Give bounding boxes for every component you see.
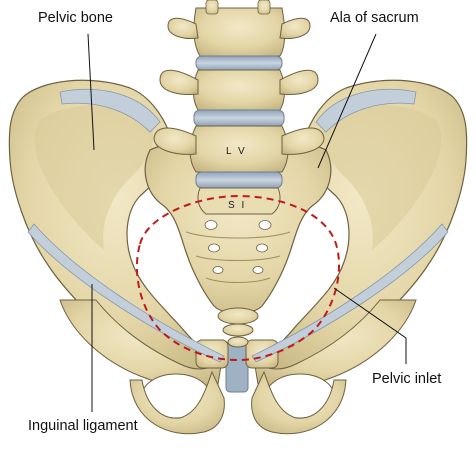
- spinous-tip: [205, 0, 219, 15]
- transverse-process-left: [167, 17, 199, 39]
- s1-body: [197, 187, 281, 215]
- coccyx-segment: [217, 307, 259, 325]
- coccyx-segment: [227, 336, 249, 348]
- left-iliac-fossa: [34, 105, 154, 251]
- intervertebral-disc: [195, 171, 283, 189]
- pubic-symphysis: [225, 341, 249, 393]
- leader-pelvic-bone: [87, 33, 95, 151]
- transverse-process-left: [153, 127, 197, 155]
- label-inguinal-ligament: Inguinal ligament: [28, 418, 138, 434]
- label-pelvic-inlet: Pelvic inlet: [372, 371, 441, 387]
- sacral-foramen: [256, 243, 268, 253]
- sacral-foramen: [252, 266, 264, 274]
- sacral-foramen: [258, 220, 272, 230]
- label-s1: S I: [228, 200, 246, 211]
- sacral-ridge: [185, 231, 291, 239]
- inguinal-ligament-left: [27, 223, 225, 363]
- transverse-process-right: [279, 17, 311, 39]
- iliolumbar-ligament-right: [315, 89, 417, 133]
- sacral-ridge: [205, 277, 271, 283]
- label-pelvic-bone: Pelvic bone: [38, 10, 113, 26]
- leader-pelvic-inlet: [333, 287, 407, 364]
- label-ala-of-sacrum: Ala of sacrum: [330, 10, 419, 26]
- right-ischial-ring: [251, 370, 347, 435]
- intervertebral-disc: [193, 109, 285, 127]
- coccyx-segment: [222, 323, 254, 337]
- lumbar-vertebra-top: [193, 7, 286, 57]
- intervertebral-disc: [195, 55, 283, 71]
- left-ischial-ring: [129, 370, 225, 435]
- sacral-ridge: [195, 255, 281, 261]
- lumbar-vertebra: [193, 69, 285, 111]
- transverse-process-right: [281, 127, 325, 155]
- sacral-foramen: [212, 266, 224, 274]
- sacral-foramen: [208, 243, 220, 253]
- inguinal-ligament-right: [251, 223, 449, 363]
- sacral-foramen: [204, 220, 218, 230]
- label-lv: L V: [226, 146, 247, 157]
- iliolumbar-ligament-left: [59, 89, 161, 133]
- transverse-process-right: [279, 69, 319, 95]
- spinous-tip: [257, 0, 271, 15]
- leader-ala-of-sacrum: [317, 33, 377, 169]
- transverse-process-left: [159, 69, 199, 95]
- right-iliac-fossa: [322, 105, 442, 251]
- pelvic-inlet-outline: [136, 194, 340, 362]
